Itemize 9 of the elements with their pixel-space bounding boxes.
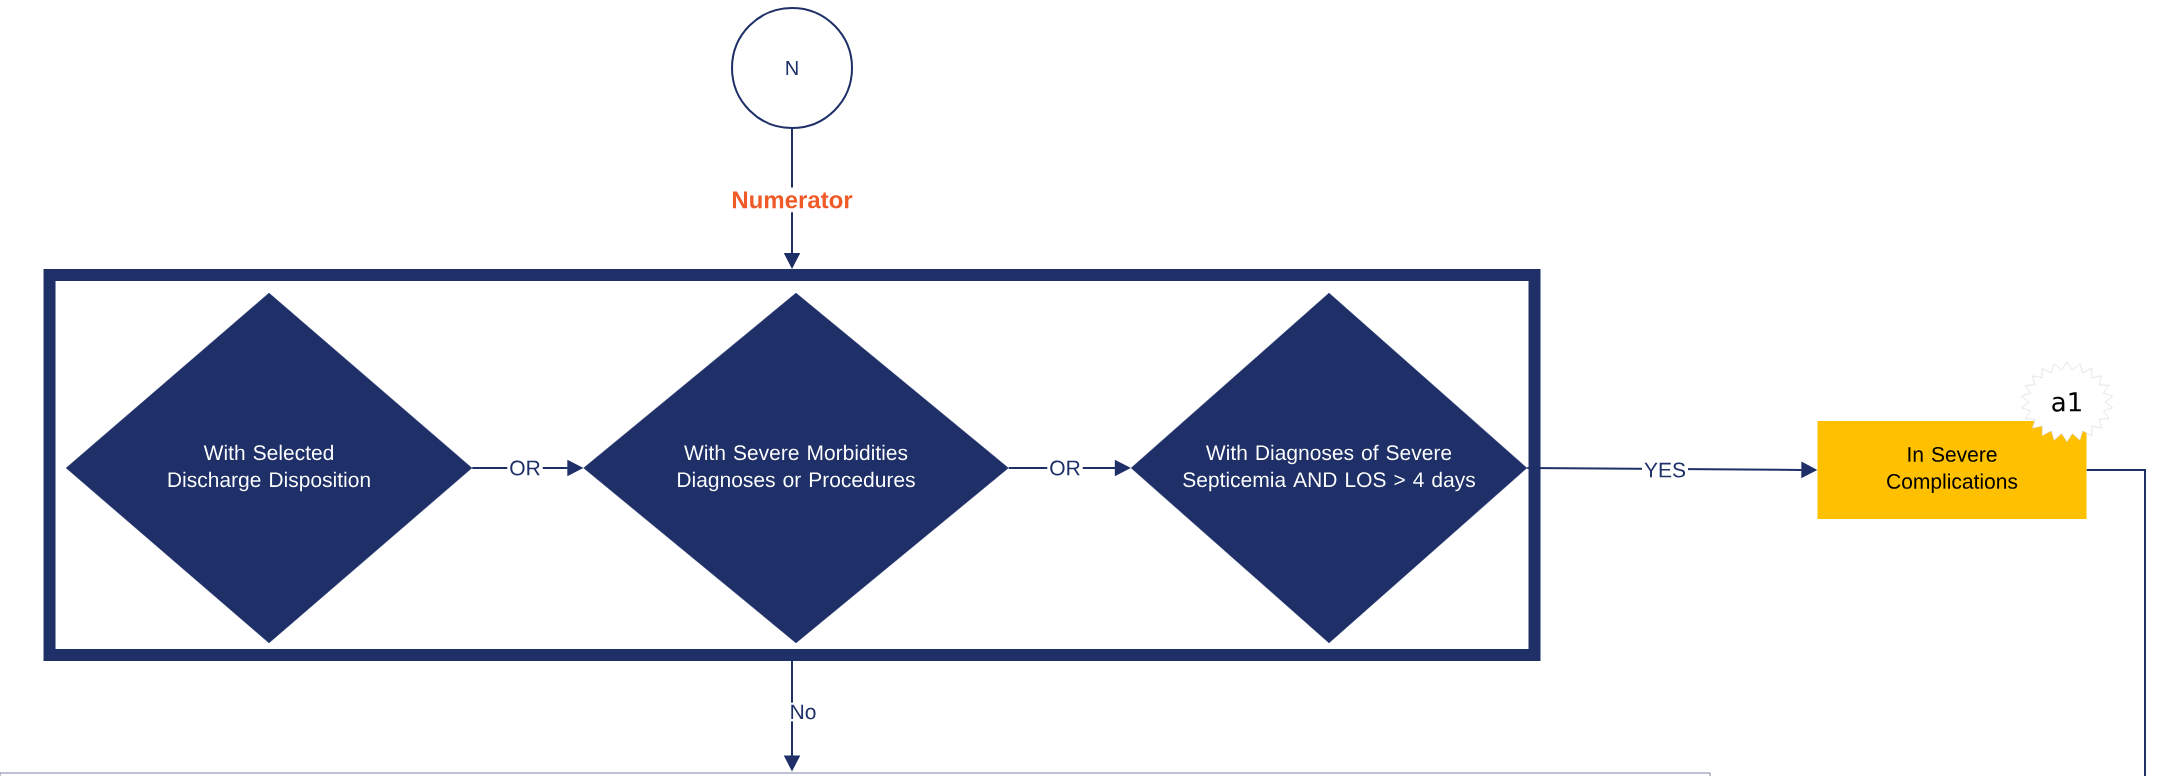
group-frame xyxy=(43,269,1541,661)
callout-badge: a1 xyxy=(2021,361,2113,443)
edge-label: No xyxy=(787,702,819,722)
process-box: In Severe Complications xyxy=(1817,421,2087,519)
edge-label: OR xyxy=(507,458,543,478)
edge-label: Numerator xyxy=(727,187,857,213)
edge-label: OR xyxy=(1047,458,1083,478)
process-box xyxy=(0,772,1711,776)
edge-label: YES xyxy=(1642,460,1688,480)
